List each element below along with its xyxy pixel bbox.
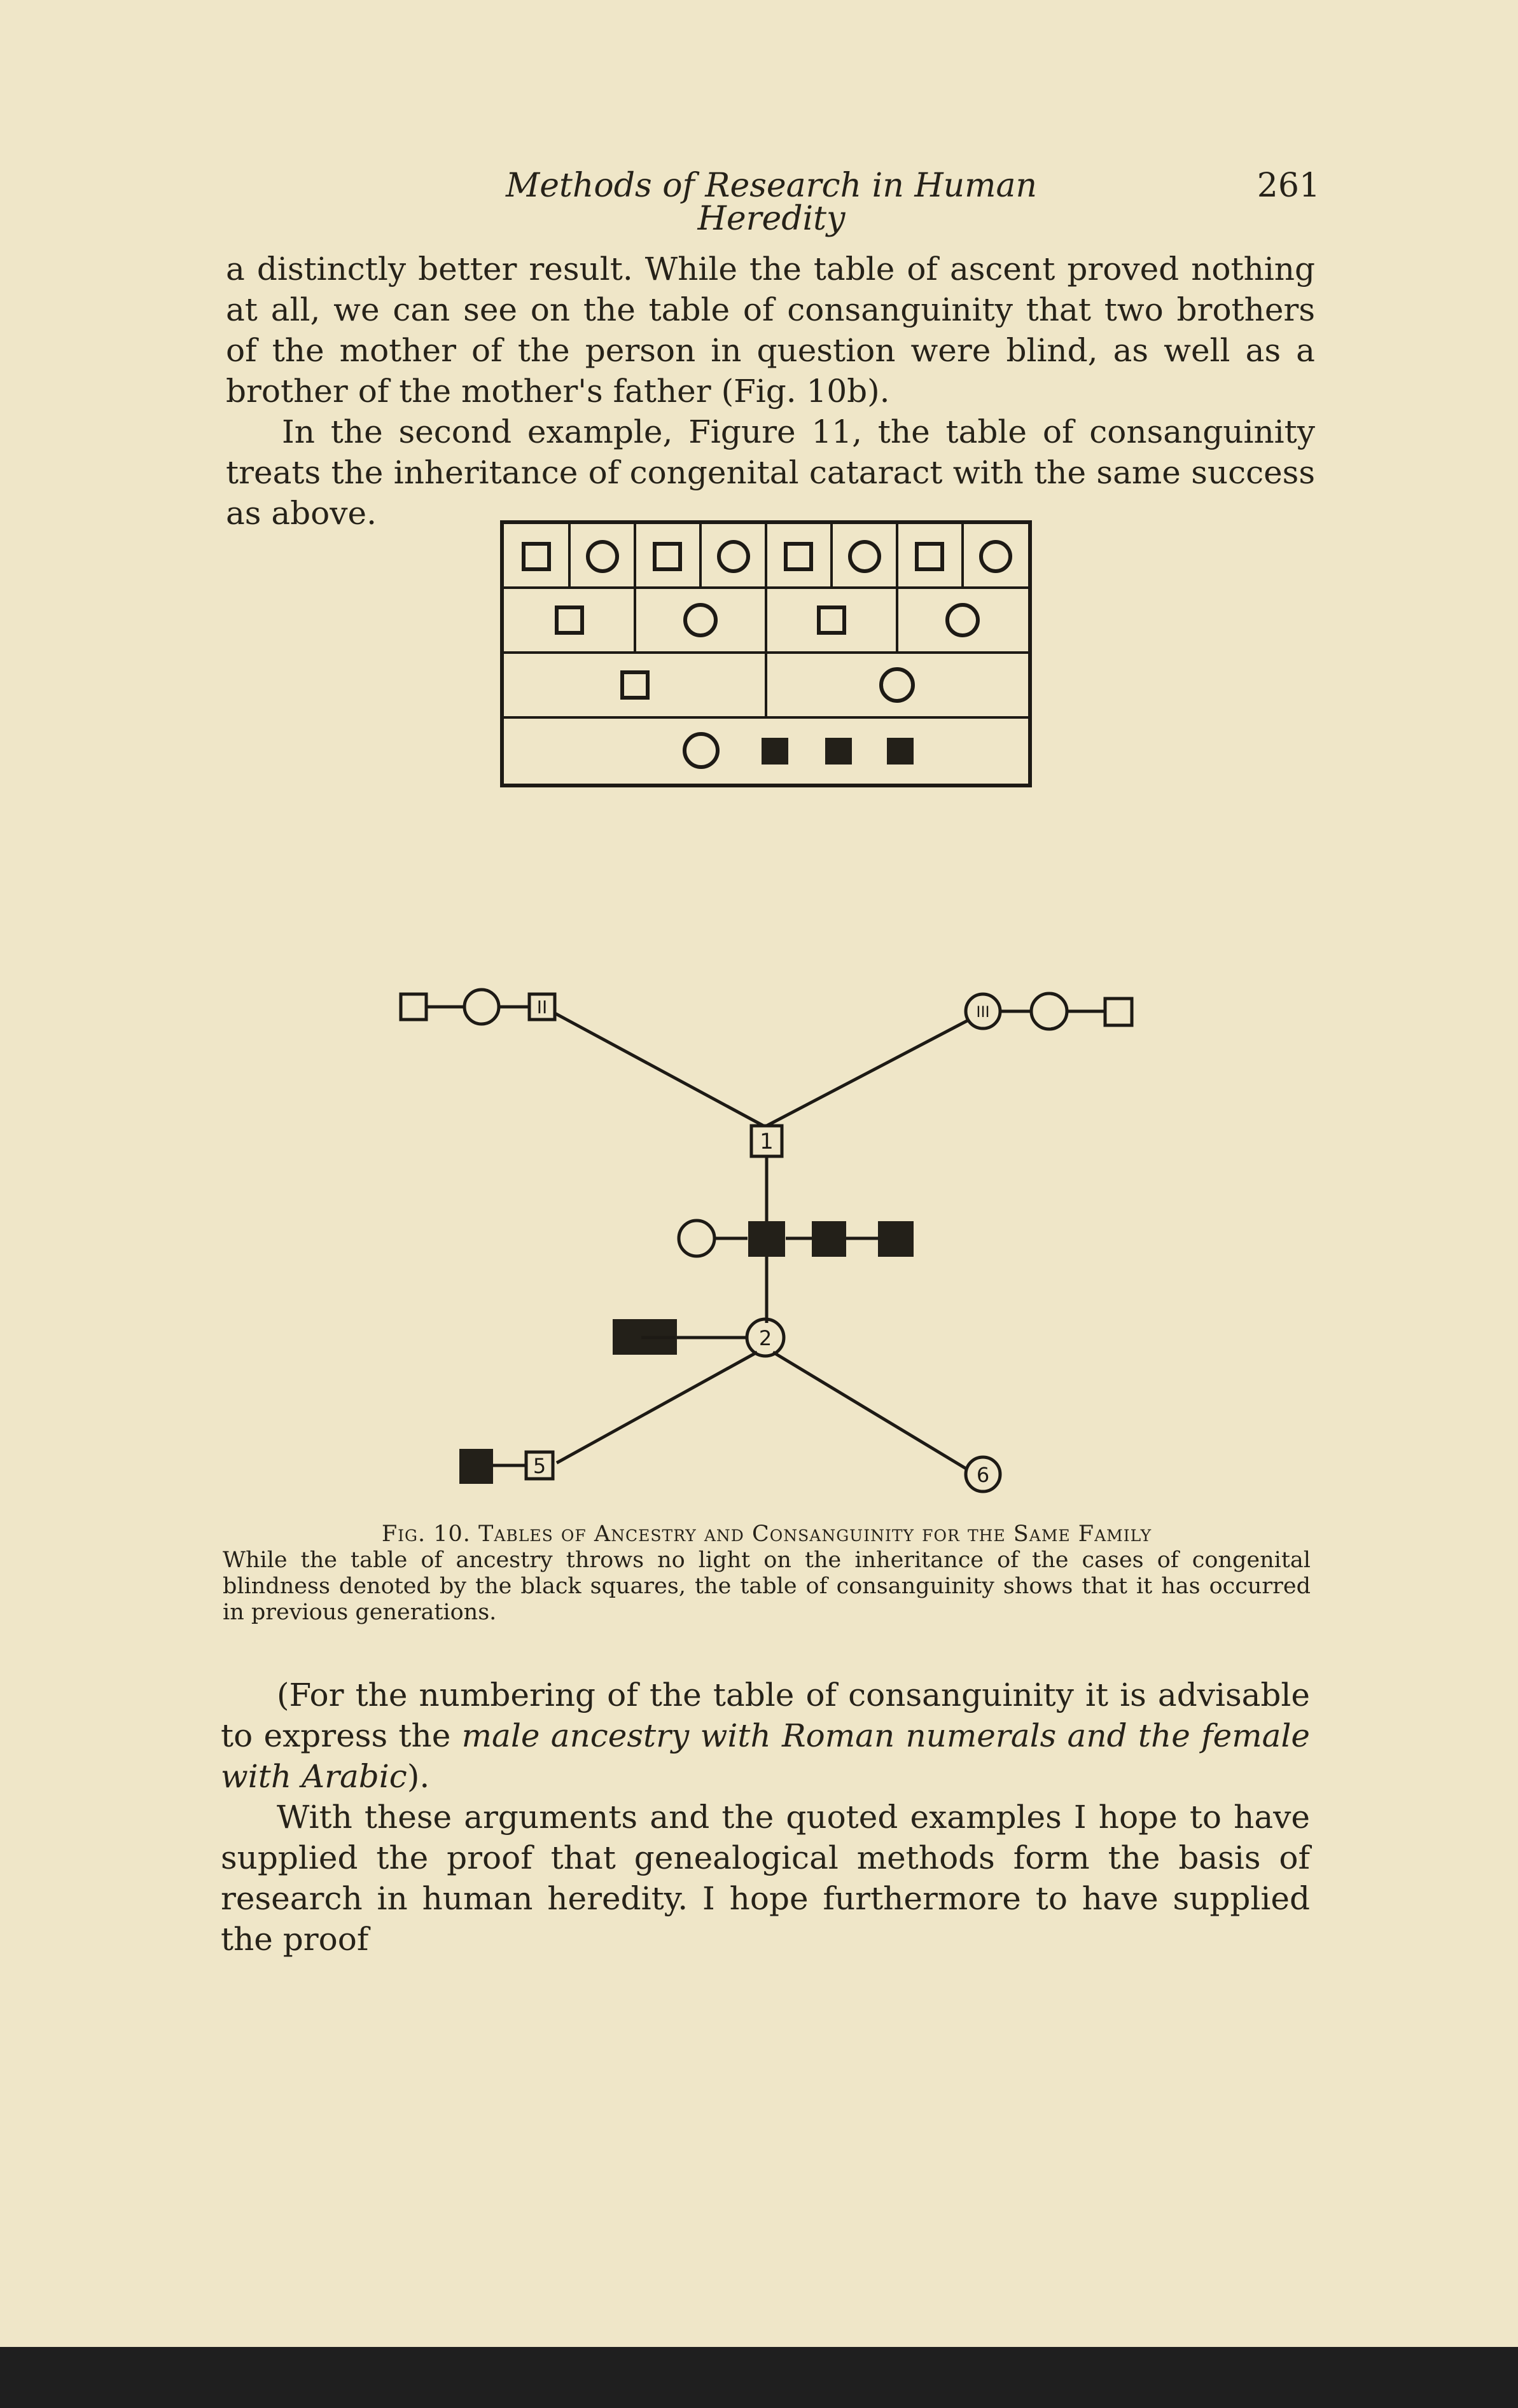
running-head: Methods of Research in Human Heredity <box>506 167 1037 238</box>
female-circle-symbol <box>945 603 980 637</box>
affected-square-symbol <box>812 1221 846 1257</box>
paragraph-1: a distinctly better result. While the ta… <box>226 251 1315 410</box>
body-text-bottom: (For the numbering of the table of consa… <box>221 1675 1310 1960</box>
affected-square-symbol <box>459 1449 493 1484</box>
paragraph-2: In the second example, Figure 11, the ta… <box>226 413 1315 532</box>
male-square-symbol <box>620 670 650 700</box>
paragraph-3-start: (For the numbering of the table of consa… <box>221 1677 1310 1754</box>
male-square-symbol <box>522 542 551 571</box>
pedigree-label-5: 5 <box>533 1454 546 1478</box>
pedigree-label-III: III <box>976 1003 989 1021</box>
paragraph-3-italic: male ancestry with Roman numerals and th… <box>221 1717 1310 1795</box>
female-circle-symbol <box>683 732 720 769</box>
female-circle-symbol <box>683 603 718 637</box>
affected-square-symbol <box>762 738 788 765</box>
female-circle-symbol <box>848 540 881 573</box>
female-circle-symbol <box>463 988 501 1026</box>
paragraph-3: (For the numbering of the table of consa… <box>221 1675 1310 1797</box>
pedigree-label-6: 6 <box>977 1463 989 1487</box>
pedigree-label-II: II <box>537 997 548 1018</box>
female-circle-symbol <box>677 1219 716 1258</box>
affected-square-symbol <box>825 738 852 765</box>
affected-square-symbol <box>887 738 914 765</box>
female-circle-numbered-symbol <box>964 1455 1002 1493</box>
figure-caption: Fig. 10. Tables of Ancestry and Consangu… <box>223 1521 1311 1626</box>
male-square-numbered-symbol <box>527 992 557 1021</box>
female-circle-symbol <box>586 540 619 573</box>
female-circle-symbol <box>979 540 1012 573</box>
page-number: 261 <box>1257 167 1320 205</box>
female-circle-symbol <box>879 667 915 703</box>
body-text-top: a distinctly better result. While the ta… <box>226 249 1315 534</box>
male-square-symbol <box>399 992 428 1021</box>
male-square-symbol <box>784 542 813 571</box>
pedigree-label-1: 1 <box>760 1129 774 1154</box>
male-square-symbol <box>555 605 584 635</box>
male-square-symbol <box>653 542 682 571</box>
ancestry-table <box>500 520 1032 787</box>
affected-square-symbol <box>878 1221 914 1257</box>
affected-square-symbol <box>748 1221 785 1257</box>
paragraph-3-end: ). <box>407 1758 430 1795</box>
male-square-symbol <box>817 605 846 635</box>
book-page: Methods of Research in Human Heredity 26… <box>221 167 1320 1960</box>
female-circle-symbol <box>717 540 750 573</box>
scan-bottom-edge <box>0 2347 1518 2408</box>
ancestry-table-graphic <box>504 524 1028 769</box>
caption-text: While the table of ancestry throws no li… <box>223 1547 1311 1625</box>
paragraph-4: With these arguments and the quoted exam… <box>221 1799 1310 1958</box>
male-square-symbol <box>1103 997 1134 1027</box>
caption-title: Fig. 10. Tables of Ancestry and Consangu… <box>381 1521 1152 1547</box>
mother-circle-numbered-symbol <box>745 1317 786 1358</box>
female-circle-symbol <box>1029 992 1069 1031</box>
pedigree-diagram: II III 1 2 5 6 <box>399 988 1134 1493</box>
male-square-symbol <box>915 542 944 571</box>
pedigree-label-2: 2 <box>759 1326 772 1350</box>
affected-square-symbol <box>613 1319 641 1355</box>
